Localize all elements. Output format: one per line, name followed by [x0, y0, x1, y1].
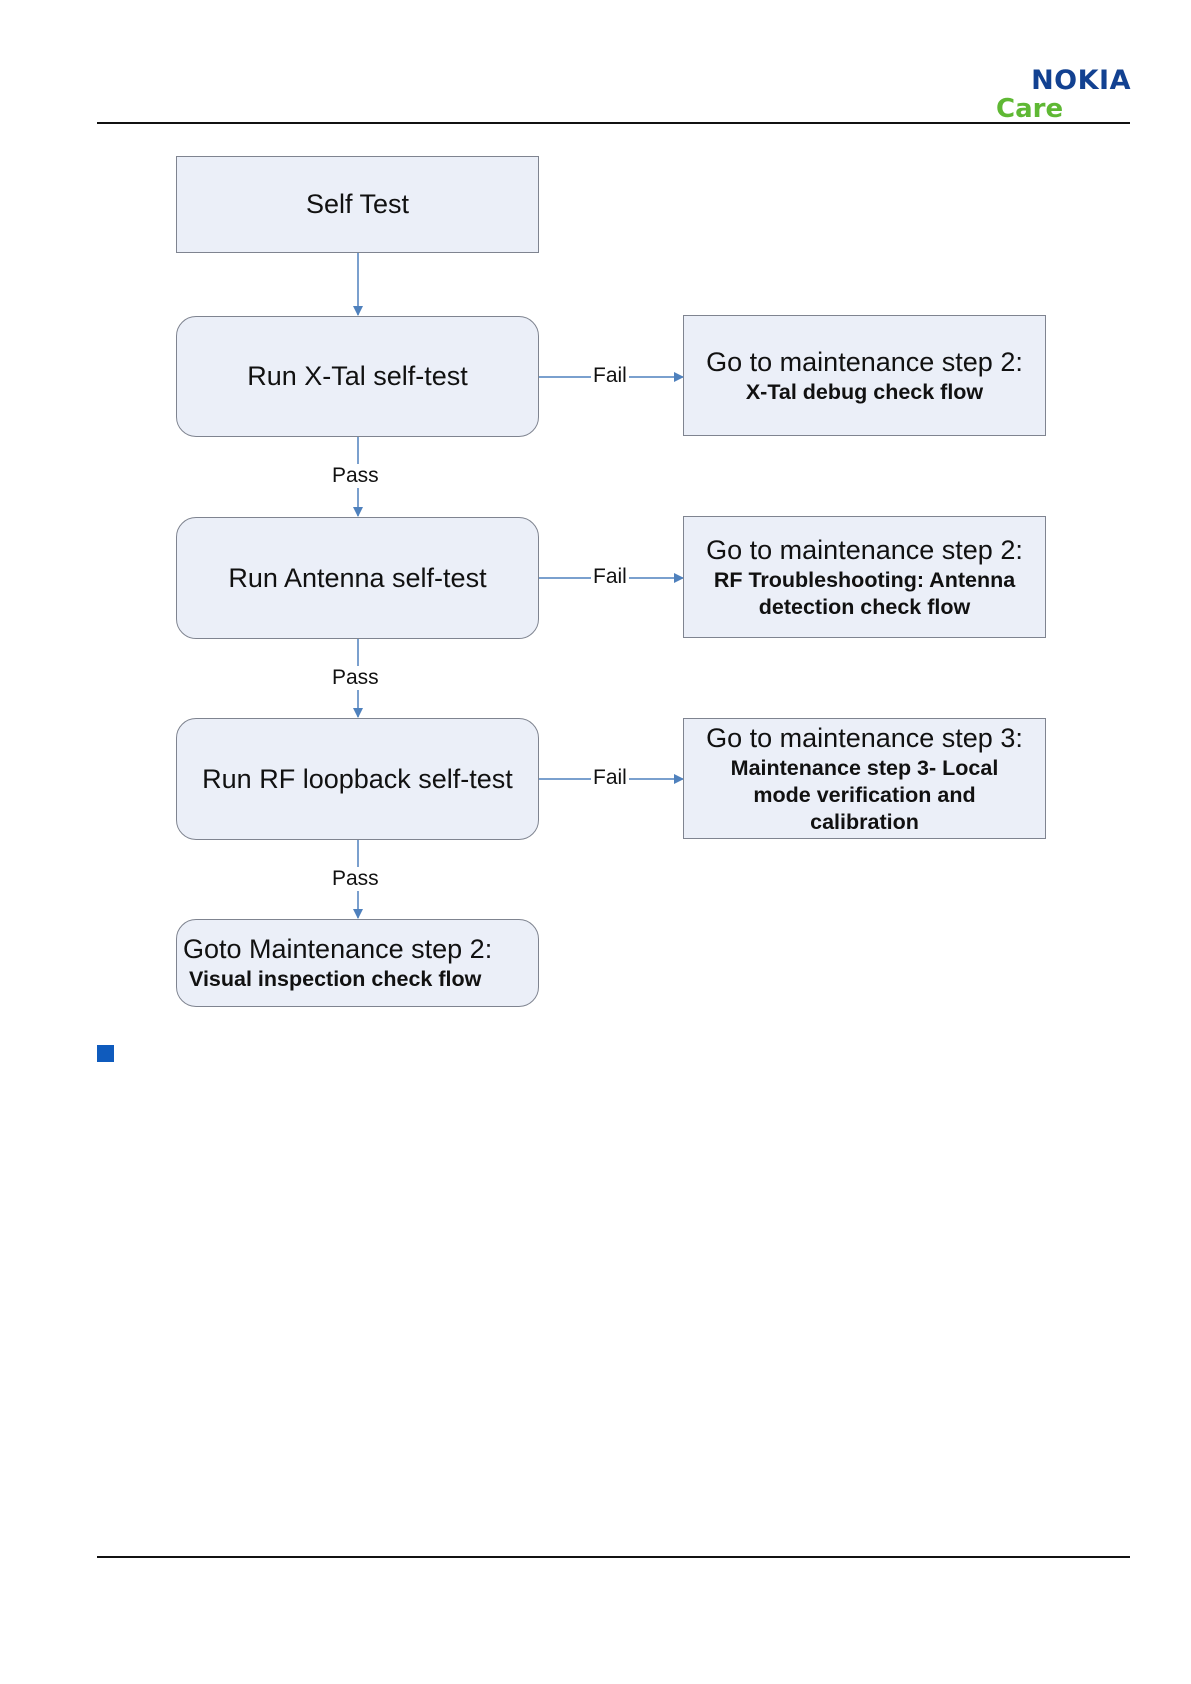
self-test-label: Self Test [305, 189, 410, 219]
pass-label-xtal: Pass [330, 464, 381, 488]
rf-loopback-self-test-label: Run RF loopback self-test [202, 763, 513, 794]
xtal-self-test-label: Run X-Tal self-test [247, 361, 468, 391]
xtal-self-test-box: Run X-Tal self-test [176, 316, 539, 437]
antenna-fail-box: Go to maintenance step 2: RF Troubleshoo… [683, 516, 1046, 638]
rf-fail-title: Go to maintenance step 3: [706, 722, 1023, 753]
self-test-box: Self Test [176, 156, 539, 253]
header-rule [97, 122, 1130, 124]
visual-inspection-detail: Visual inspection check flow [189, 967, 482, 991]
logo-sub-text: Care [996, 94, 1064, 124]
pass-label-rf: Pass [330, 867, 381, 891]
xtal-fail-detail: X-Tal debug check flow [745, 379, 984, 404]
section-bullet-marker [97, 1045, 114, 1062]
pass-label-antenna: Pass [330, 666, 381, 690]
rf-loopback-self-test-box: Run RF loopback self-test [176, 718, 539, 840]
footer-rule [97, 1556, 1130, 1558]
visual-inspection-title: Goto Maintenance step 2: [183, 934, 493, 964]
fail-label-xtal: Fail [591, 364, 629, 388]
fail-label-antenna: Fail [591, 565, 629, 589]
antenna-self-test-box: Run Antenna self-test [176, 517, 539, 639]
antenna-self-test-label: Run Antenna self-test [228, 562, 487, 593]
antenna-fail-detail: RF Troubleshooting: Antenna detection ch… [713, 567, 1016, 619]
antenna-fail-title: Go to maintenance step 2: [706, 534, 1023, 565]
nokia-care-logo: NOKIA Care [996, 66, 1131, 126]
rf-fail-detail: Maintenance step 3- Local mode verificat… [730, 755, 999, 834]
rf-fail-box: Go to maintenance step 3: Maintenance st… [683, 718, 1046, 839]
fail-label-rf: Fail [591, 766, 629, 790]
xtal-fail-box: Go to maintenance step 2: X-Tal debug ch… [683, 315, 1046, 436]
xtal-fail-title: Go to maintenance step 2: [706, 346, 1023, 377]
logo-brand-text: NOKIA [1031, 65, 1131, 96]
visual-inspection-box: Goto Maintenance step 2: Visual inspecti… [176, 919, 539, 1007]
